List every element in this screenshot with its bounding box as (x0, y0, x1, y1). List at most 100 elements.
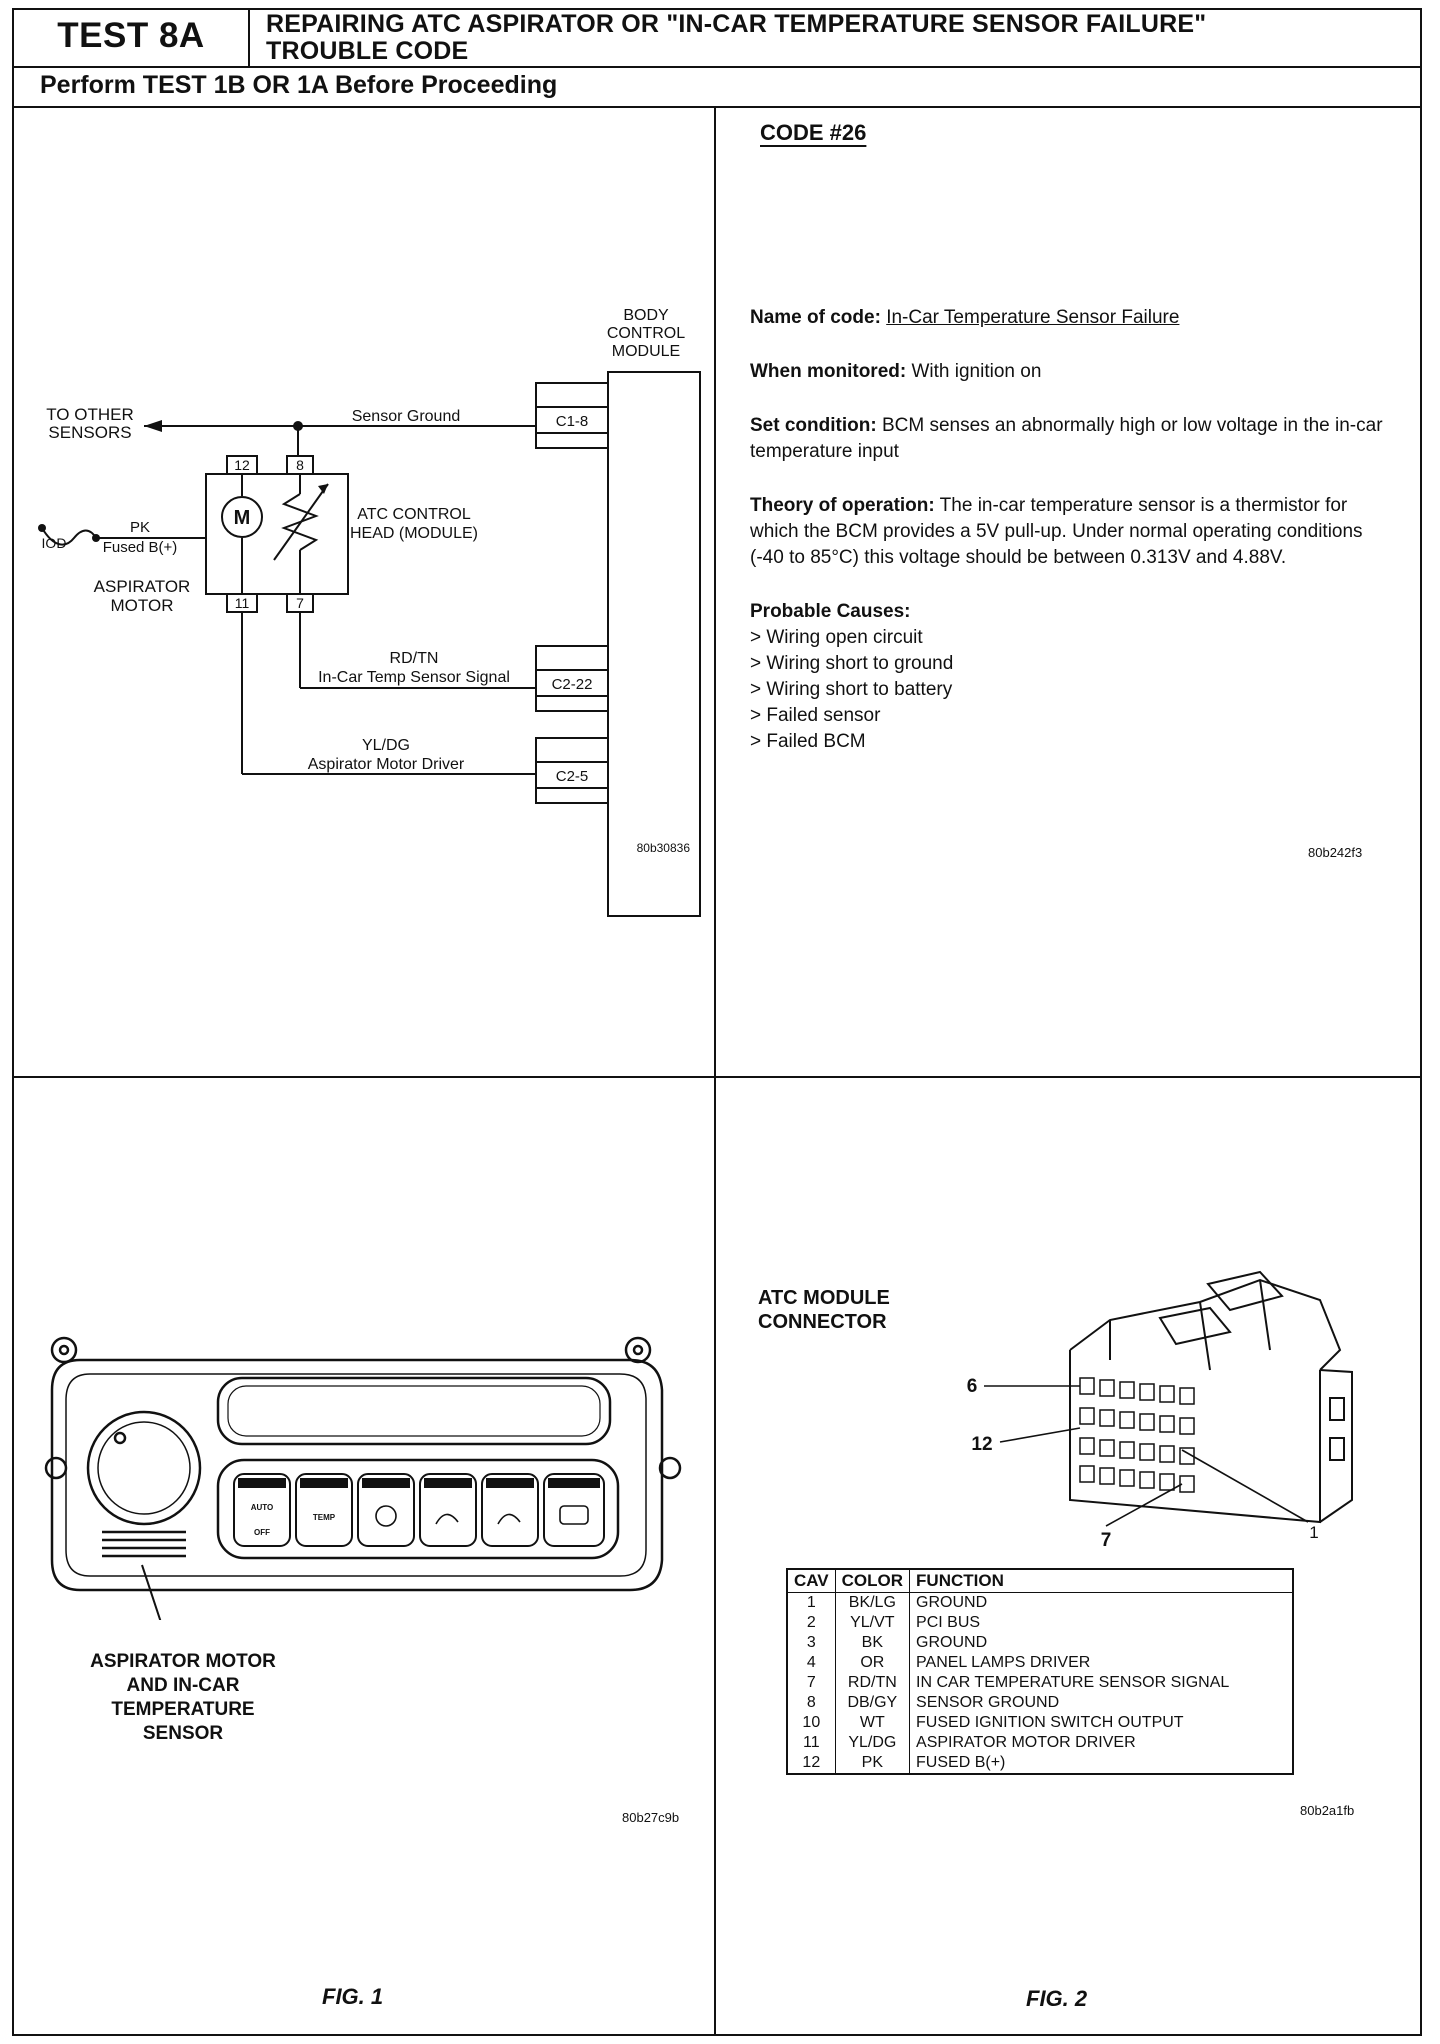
atc-label-2: HEAD (MODULE) (350, 525, 478, 542)
function-cell: SENSOR GROUND (909, 1693, 1294, 1713)
callout-7: 7 (1101, 1530, 1112, 1551)
cav-cell: 7 (786, 1673, 836, 1693)
function-cell: GROUND (909, 1592, 1294, 1613)
splice-dot (293, 421, 303, 431)
aspirator-driver-label: Aspirator Motor Driver (308, 756, 465, 773)
callout-line-3: TEMPERATURE (111, 1699, 255, 1720)
temp-button (295, 1473, 353, 1547)
color-cell: BK (834, 1633, 911, 1653)
function-cell: GROUND (909, 1633, 1294, 1653)
page-frame (12, 8, 1422, 2036)
atc-label-1: ATC CONTROL (357, 506, 471, 523)
callout-12-leader (999, 1427, 1081, 1443)
callout-7-leader (1105, 1483, 1183, 1527)
schematic-code-id: 80b30836 (637, 841, 691, 855)
function-cell: FUSED B(+) (909, 1753, 1294, 1774)
sensor-ground-label: Sensor Ground (352, 408, 461, 425)
thermistor-symbol (273, 483, 329, 561)
connector-body (1069, 1350, 1321, 1524)
connector-title-line-2: CONNECTOR (758, 1311, 887, 1333)
color-header: COLOR (834, 1568, 911, 1593)
motor-symbol (221, 496, 263, 538)
set-condition-value: BCM senses an abnormally high or low vol… (750, 415, 1383, 462)
set-condition-label: Set condition: (750, 415, 877, 436)
pin-8-label: 8 (296, 457, 304, 473)
monitored-row: When monitored: With ignition on (750, 359, 1390, 385)
cav-cell: 11 (786, 1733, 836, 1753)
code-heading: CODE #26 (760, 120, 867, 145)
auto-button-label: AUTO (251, 1503, 274, 1512)
probable-causes: Probable Causes: > Wiring open circuit >… (750, 599, 1390, 755)
theory-value: The in-car temperature sensor is a therm… (750, 495, 1363, 568)
mode-button (419, 1473, 477, 1547)
color-cell: OR (834, 1653, 911, 1673)
cause-item: > Wiring open circuit (750, 627, 923, 648)
callout-1-leader (1181, 1449, 1309, 1523)
fig2-code-id: 80b2a1fb (1300, 1803, 1355, 1818)
c2-5-label: C2-5 (556, 768, 589, 785)
cav-cell: 10 (786, 1713, 836, 1733)
callout-line-2: AND IN-CAR (126, 1675, 240, 1696)
head-bezel (50, 1358, 664, 1592)
code-info-id: 80b242f3 (1308, 845, 1363, 860)
test-label: TEST 8A (57, 16, 205, 55)
subtitle-divider (12, 106, 1422, 108)
mount-ear (624, 1336, 652, 1364)
aspirator-motor-label-2: MOTOR (111, 596, 174, 615)
function-cell: ASPIRATOR MOTOR DRIVER (909, 1733, 1294, 1753)
control-head-illustration: AUTO OFF TEMP (44, 1336, 682, 1620)
to-other-sensors-label-2: SENSORS (48, 423, 131, 442)
page-subtitle: Perform TEST 1B OR 1A Before Proceeding (40, 71, 558, 99)
theory-row: Theory of operation: The in-car temperat… (750, 493, 1390, 571)
function-header: FUNCTION (909, 1568, 1294, 1593)
callout-line-1: ASPIRATOR MOTOR (90, 1651, 276, 1672)
bcm-label-2: CONTROL (607, 325, 685, 342)
temp-button-label: TEMP (313, 1513, 336, 1522)
fig1-caption: FIG. 1 (322, 1984, 384, 2009)
incar-signal-label: In-Car Temp Sensor Signal (318, 669, 510, 686)
color-cell: YL/DG (834, 1733, 911, 1753)
cause-item: > Failed BCM (750, 731, 866, 752)
cav-cell: 3 (786, 1633, 836, 1653)
button-bank (216, 1458, 620, 1560)
callout-12: 12 (971, 1434, 992, 1455)
cav-cell: 2 (786, 1613, 836, 1633)
callout-line-4: SENSOR (142, 1723, 224, 1744)
callout-leader (141, 1564, 162, 1620)
cause-item: > Wiring short to ground (750, 653, 954, 674)
defrost-mode-button (481, 1473, 539, 1547)
rdtn-label: RD/TN (390, 650, 439, 667)
test-label-divider (248, 8, 250, 66)
table-header-row: CAV COLOR FUNCTION (786, 1568, 1294, 1593)
color-cell: PK (834, 1753, 911, 1774)
title-line-2: TROUBLE CODE (266, 37, 469, 65)
function-cell: PANEL LAMPS DRIVER (909, 1653, 1294, 1673)
auto-button (233, 1473, 291, 1547)
fused-b-label: Fused B(+) (103, 539, 178, 556)
connector-c2-5 (535, 737, 609, 804)
theory-label: Theory of operation: (750, 495, 935, 516)
c1-8-label: C1-8 (556, 413, 589, 430)
monitored-value: With ignition on (911, 361, 1042, 382)
fig2-caption: FIG. 2 (1026, 1986, 1088, 2011)
cav-cell: 1 (786, 1592, 836, 1613)
off-button-label: OFF (254, 1528, 270, 1537)
probable-causes-label: Probable Causes: (750, 601, 911, 622)
aspirator-sensor-callout: ASPIRATOR MOTOR AND IN-CAR TEMPERATURE S… (60, 1650, 306, 1746)
code-name-value: In-Car Temperature Sensor Failure (886, 307, 1180, 328)
color-cell: WT (834, 1713, 911, 1733)
connector-title: ATC MODULE CONNECTOR (758, 1286, 890, 1334)
row-divider (12, 1076, 1422, 1078)
cavity-grid (1079, 1377, 1195, 1493)
cause-item: > Failed sensor (750, 705, 881, 726)
motor-m-label: M (234, 507, 251, 529)
code-name-row: Name of code: In-Car Temperature Sensor … (750, 305, 1390, 331)
callout-1: 1 (1309, 1523, 1318, 1542)
set-condition-row: Set condition: BCM senses an abnormally … (750, 413, 1390, 465)
